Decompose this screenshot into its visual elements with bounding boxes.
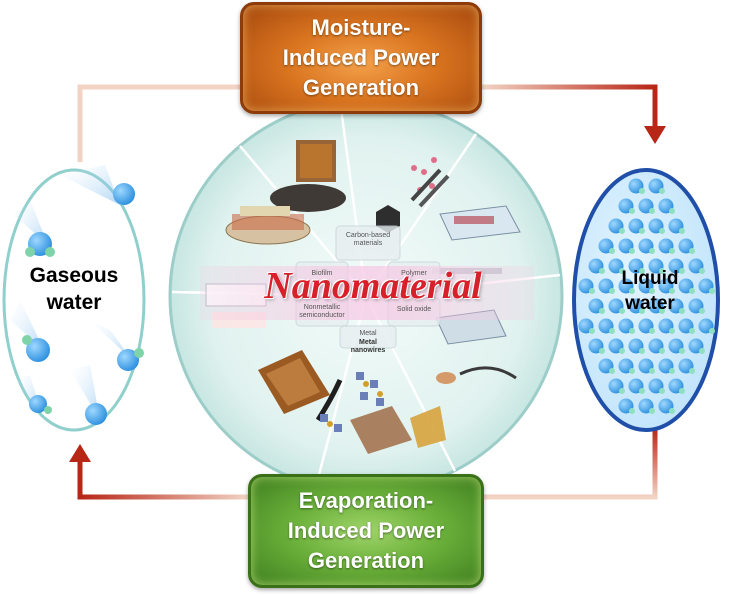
label-biofilm: Biofilm xyxy=(311,270,333,277)
bottom-right-connector xyxy=(484,428,658,500)
label-solid-oxide: Solid oxide xyxy=(396,306,432,313)
cycle-arrows xyxy=(69,84,666,500)
label-nonmetallic: Nonmetallic semiconductor xyxy=(299,304,345,319)
hydrogen-atom xyxy=(639,228,645,234)
hydrogen-atom xyxy=(659,348,665,354)
label-metal-bottom: Metal nanowires xyxy=(350,339,386,354)
hydrogen-atom xyxy=(659,308,665,314)
hydrogen-atom xyxy=(699,268,705,274)
hydrogen-atom xyxy=(649,248,655,254)
hydrogen-atom xyxy=(679,268,685,274)
hydrogen-atom xyxy=(589,288,595,294)
gaseous-water-panel xyxy=(2,165,146,432)
gaseous-line-1: Gaseous xyxy=(29,264,119,287)
evaporation-line-3: Generation xyxy=(307,548,425,573)
hydrogen-atom xyxy=(659,188,665,194)
hydrogen-atom xyxy=(619,388,625,394)
hydrogen-atom xyxy=(609,328,615,334)
hydrogen-atom xyxy=(639,188,645,194)
nanomaterial-title: Nanomaterial xyxy=(264,265,482,307)
nanomaterial-circle xyxy=(168,98,564,494)
hydrogen-atom xyxy=(659,268,665,274)
hydrogen-atom xyxy=(689,368,695,374)
hydrogen-atom xyxy=(619,268,625,274)
hydrogen-atom xyxy=(639,388,645,394)
hydrogen-atom xyxy=(619,308,625,314)
top-left-connector xyxy=(77,84,242,162)
hydrogen-atom xyxy=(599,268,605,274)
hydrogen-atom xyxy=(709,328,715,334)
hydrogen-atom xyxy=(689,248,695,254)
liquid-line-1: Liquid xyxy=(621,268,679,289)
hydrogen-atom xyxy=(669,208,675,214)
evaporation-power-box: Evaporation- Induced Power Generation xyxy=(248,474,484,588)
liquid-line-2: water xyxy=(625,293,675,314)
hydrogen-atom xyxy=(629,328,635,334)
hydrogen-atom xyxy=(629,208,635,214)
hydrogen-atom xyxy=(629,368,635,374)
hydrogen-atom xyxy=(679,388,685,394)
hydrogen-atom xyxy=(639,308,645,314)
vapor-molecules xyxy=(10,165,144,425)
hydrogen-atom xyxy=(639,268,645,274)
hydrogen-atom xyxy=(669,248,675,254)
liquid-water-label: Liquid water xyxy=(602,266,698,316)
hydrogen-atom xyxy=(629,248,635,254)
hydrogen-atom xyxy=(689,328,695,334)
arrow-up-left xyxy=(69,444,91,462)
label-polymer: Polymer xyxy=(401,270,427,277)
hydrogen-atom xyxy=(659,388,665,394)
moisture-power-box: Moisture- Induced Power Generation xyxy=(240,2,482,114)
hydrogen-atom xyxy=(659,228,665,234)
evaporation-line-1: Evaporation- xyxy=(298,488,434,513)
hydrogen-atom xyxy=(669,368,675,374)
hydrogen-atom xyxy=(669,288,675,294)
gaseous-line-2: water xyxy=(46,291,102,314)
hydrogen-atom xyxy=(679,348,685,354)
hydrogen-atom xyxy=(679,308,685,314)
hydrogen-atom xyxy=(649,408,655,414)
hydrogen-atom xyxy=(679,228,685,234)
hydrogen-atom xyxy=(629,288,635,294)
top-right-connector xyxy=(482,84,658,128)
hydrogen-atom xyxy=(709,288,715,294)
hydrogen-atom xyxy=(619,348,625,354)
hydrogen-atom xyxy=(589,328,595,334)
hydrogen-atom xyxy=(629,408,635,414)
moisture-line-2: Induced Power xyxy=(282,45,440,70)
hydrogen-atom xyxy=(599,348,605,354)
arrow-down-right xyxy=(644,126,666,144)
hydrogen-atom xyxy=(689,288,695,294)
gaseous-water-label: Gaseous water xyxy=(24,262,124,316)
hydrogen-atom xyxy=(699,308,705,314)
hydrogen-atom xyxy=(649,368,655,374)
hydrogen-atom xyxy=(699,348,705,354)
liquid-water-panel xyxy=(572,168,720,432)
hydrogen-atom xyxy=(669,408,675,414)
hydrogen-atom xyxy=(609,288,615,294)
hydrogen-atom xyxy=(649,328,655,334)
label-metal: Metal xyxy=(359,330,377,337)
hydrogen-atom xyxy=(609,248,615,254)
hydrogen-atom xyxy=(639,348,645,354)
moisture-line-1: Moisture- xyxy=(311,15,411,40)
liquid-molecules xyxy=(578,178,715,414)
moisture-line-3: Generation xyxy=(302,75,420,100)
hydrogen-atom xyxy=(619,228,625,234)
hydrogen-atom xyxy=(669,328,675,334)
bottom-left-connector xyxy=(77,460,248,500)
hydrogen-atom xyxy=(649,288,655,294)
evaporation-line-2: Induced Power xyxy=(287,518,445,543)
hydrogen-atom xyxy=(609,368,615,374)
hydrogen-atom xyxy=(599,308,605,314)
title-band xyxy=(200,266,534,320)
label-carbon: Carbon-based materials xyxy=(345,232,391,247)
hydrogen-atom xyxy=(649,208,655,214)
